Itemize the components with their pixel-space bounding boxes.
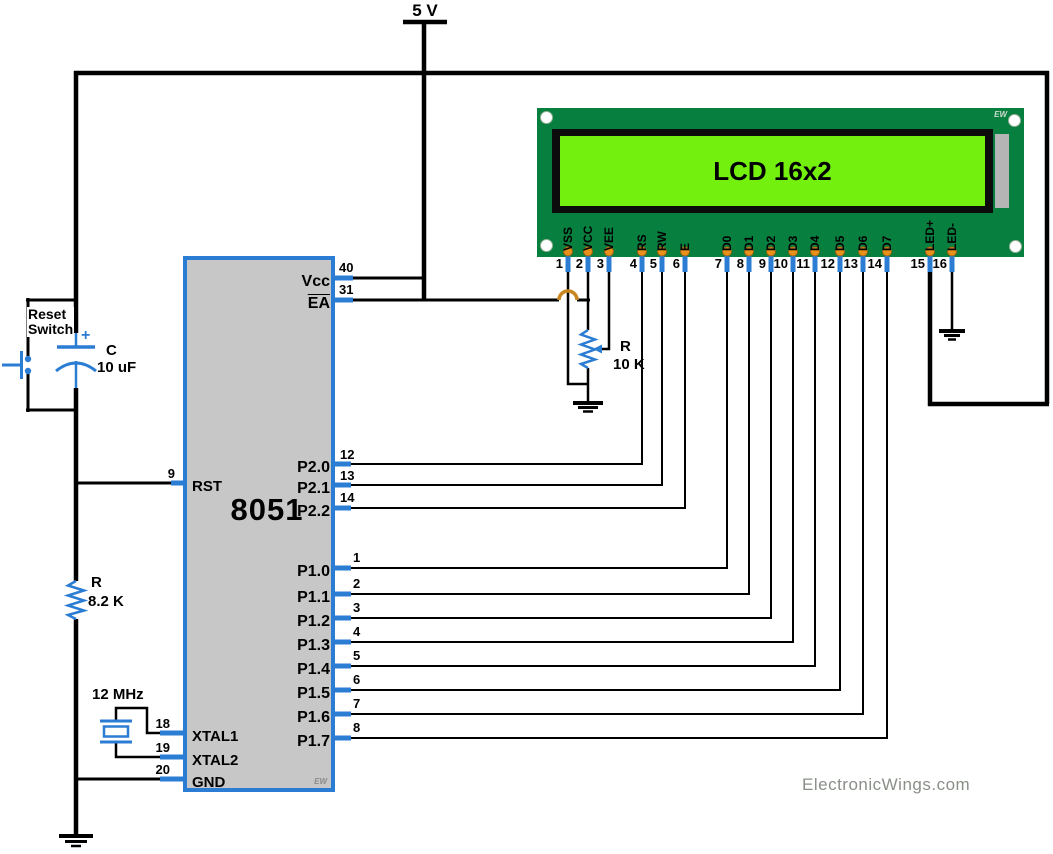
lcd-pin-number-11: 11 [796, 256, 810, 271]
pin-number-31: 31 [339, 282, 354, 297]
lcd-pin-number-16: 16 [932, 256, 947, 271]
mounting-hole-icon [540, 239, 553, 252]
pin-label-p1.6: P1.6 [297, 709, 330, 726]
lcd-pin-number-15: 15 [910, 256, 925, 271]
pin-number-40: 40 [339, 260, 354, 275]
lcd-pin-label-rw: RW [655, 231, 669, 251]
pin-number-12: 12 [340, 447, 355, 462]
lcd-pin-number-1: 1 [555, 256, 563, 271]
lcd-pin-number-13: 13 [843, 256, 858, 271]
lcd-brand-mark: EW [994, 110, 1007, 119]
lcd-pin-label-d6: D6 [856, 235, 870, 251]
pin-label-xtal1: XTAL1 [192, 728, 239, 745]
lcd-pin-number-3: 3 [596, 256, 604, 271]
pin-label-p1.2: P1.2 [297, 613, 330, 630]
supply-voltage-label: 5 V [412, 1, 438, 20]
lcd-bezel: LCD 16x2 [552, 129, 993, 213]
watermark: ElectronicWings.com [802, 775, 971, 794]
lcd-pin-label-vee: VEE [602, 226, 616, 251]
mounting-hole-icon [1009, 240, 1022, 253]
mcu-name: 8051 [230, 492, 304, 527]
lcd-pin-label-d7: D7 [880, 235, 894, 251]
resistor-value: 8.2 K [88, 593, 124, 610]
crystal-value: 12 MHz [92, 686, 144, 703]
lcd-pin-label-d5: D5 [833, 235, 847, 251]
pin-label-xtal2: XTAL2 [192, 752, 239, 769]
lcd-pin-number-2: 2 [575, 256, 583, 271]
pin-label-p2.0: P2.0 [297, 459, 330, 476]
capacitor-name: C [106, 342, 117, 359]
pin-number-3: 3 [353, 600, 361, 615]
pin-number-14: 14 [340, 490, 355, 505]
lcd-pin-number-6: 6 [672, 256, 680, 271]
lcd-pin-label-d2: D2 [764, 235, 778, 251]
lcd-title: LCD 16x2 [713, 155, 832, 186]
pin-label-vcc: Vcc [301, 273, 330, 290]
lcd-pin-number-7: 7 [714, 256, 722, 271]
signal-wires [351, 272, 888, 739]
lcd-pin-number-9: 9 [758, 256, 766, 271]
capacitor-polarity: + [81, 327, 91, 344]
pin-number-18: 18 [155, 716, 170, 731]
pin-number-19: 19 [155, 740, 170, 755]
mcu-brand-mark: EW [314, 777, 327, 786]
lcd-pin-label-led-minus: LED- [945, 223, 959, 251]
mcu-8051: Vcc EA P2.0 P2.1 P2.2 P1.0 P1.1 P1.2 P1.… [183, 256, 335, 792]
pin-label-p1.7: P1.7 [297, 733, 330, 750]
pin-number-20: 20 [155, 762, 170, 777]
pin-label-p1.0: P1.0 [297, 563, 330, 580]
pin-label-gnd: GND [192, 774, 226, 791]
lcd-screen: LCD 16x2 [560, 136, 985, 206]
pin-number-6: 6 [353, 672, 361, 687]
lcd-pin-number-5: 5 [649, 256, 657, 271]
potentiometer-value: 10 K [613, 356, 645, 373]
lcd-pin-label-vcc: VCC [581, 225, 595, 251]
lcd-pin-label-vss: VSS [561, 226, 575, 251]
lcd-pin-number-4: 4 [629, 256, 637, 271]
resistor-icon [63, 579, 89, 621]
lcd-connector-strip [995, 134, 1009, 208]
pin-number-1: 1 [353, 550, 361, 565]
pin-label-p1.4: P1.4 [297, 661, 330, 678]
potentiometer-name: R [620, 338, 631, 355]
lcd-pin-label-led-plus: LED+ [923, 219, 937, 251]
potentiometer-icon [577, 328, 602, 370]
push-button-icon [2, 351, 32, 379]
lcd-pin-label-rs: RS [635, 234, 649, 251]
wire-hop-icon [557, 289, 579, 301]
lcd-pin-label-e: E [678, 242, 692, 251]
lcd-pin-number-10: 10 [773, 256, 788, 271]
mounting-hole-icon [1008, 114, 1021, 127]
pin-number-7: 7 [353, 696, 361, 711]
pin-number-13: 13 [340, 468, 355, 483]
pin-label-p1.3: P1.3 [297, 637, 330, 654]
lcd-pin-number-14: 14 [867, 256, 882, 271]
pin-label-ea: EA [307, 295, 330, 312]
lcd-pin-number-12: 12 [820, 256, 835, 271]
lcd-pin-label-d1: D1 [742, 235, 756, 251]
pin-label-p1.5: P1.5 [297, 685, 330, 702]
lcd-pin-label-d3: D3 [786, 235, 800, 251]
resistor-name: R [91, 574, 102, 591]
pin-label-p1.1: P1.1 [297, 589, 330, 606]
pin-number-9: 9 [167, 466, 175, 481]
pin-number-8: 8 [353, 720, 361, 735]
lcd-pin-label-d4: D4 [808, 235, 822, 251]
pin-number-5: 5 [353, 648, 361, 663]
mounting-hole-icon [540, 111, 553, 124]
crystal-icon [100, 719, 132, 744]
pin-number-4: 4 [353, 624, 361, 639]
capacitor-value: 10 uF [97, 359, 137, 376]
pin-number-2: 2 [353, 576, 361, 591]
reset-switch-label: Reset Switch [27, 306, 75, 337]
lcd-pin-number-8: 8 [736, 256, 744, 271]
lcd-pin-label-d0: D0 [720, 235, 734, 251]
